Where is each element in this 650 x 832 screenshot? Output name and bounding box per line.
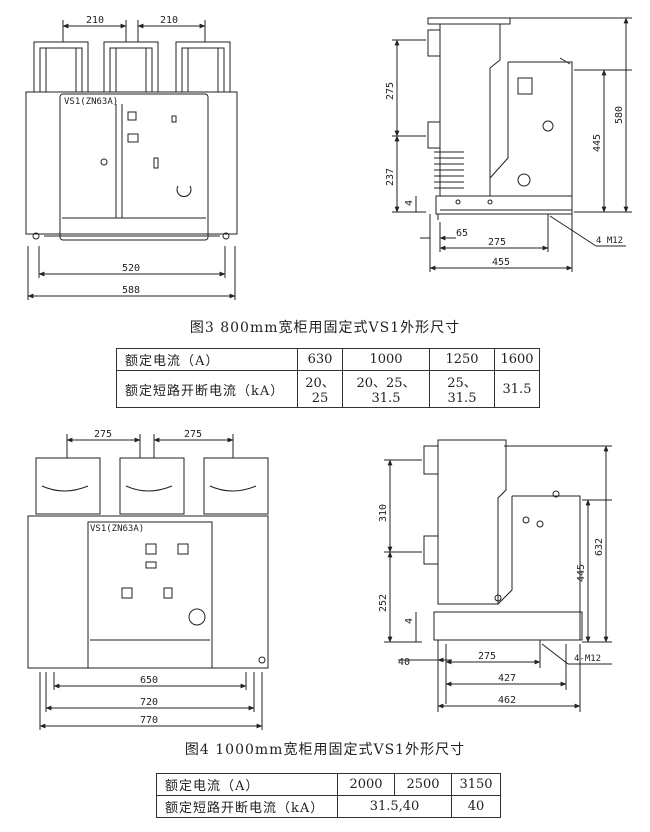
fig3-dim-588: 588 xyxy=(122,285,140,296)
fig3-dim-275-horiz: 275 xyxy=(488,237,506,248)
fig4-dim-445: 445 xyxy=(576,564,587,582)
table-cell: 额定短路开断电流（kA） xyxy=(156,795,338,818)
fig3-spec-table: 额定电流（A） 630 1000 1250 1600 额定短路开断电流（kA） … xyxy=(116,348,540,408)
table-row: 额定短路开断电流（kA） 20、25 20、25、31.5 25、31.5 31… xyxy=(116,370,540,408)
fig3-dim-580: 580 xyxy=(614,106,625,124)
fig3-dim-520: 520 xyxy=(122,263,140,274)
table-cell: 40 xyxy=(451,795,501,818)
table-cell: 630 xyxy=(297,348,343,371)
fig3-front-view xyxy=(25,20,238,300)
fig4-dim-top-right: 275 xyxy=(184,429,202,440)
table-cell: 20、25、31.5 xyxy=(342,370,430,408)
fig4-dim-252: 252 xyxy=(378,594,389,612)
fig4-dim-462: 462 xyxy=(498,695,516,706)
fig4-dim-770: 770 xyxy=(140,715,158,726)
fig3-dim-237: 237 xyxy=(385,168,396,186)
fig3-side-view xyxy=(392,17,632,272)
fig4-dim-720: 720 xyxy=(140,697,158,708)
fig4-labels: 275 275 VS1(ZN63A) 650 720 770 310 252 4… xyxy=(90,429,605,726)
table-cell: 20、25 xyxy=(297,370,343,408)
fig3-dim-4: 4 xyxy=(404,200,415,206)
table-cell: 31.5 xyxy=(494,370,540,408)
fig3-dim-275-vert: 275 xyxy=(385,82,396,100)
table-row: 额定短路开断电流（kA） 31.5,40 40 xyxy=(156,795,501,818)
fig3-model-label: VS1(ZN63A) xyxy=(64,97,118,107)
fig4-front-view xyxy=(27,434,269,730)
fig4-dim-40: 40 xyxy=(398,657,410,668)
table-cell: 额定电流（A） xyxy=(156,773,338,796)
table-cell: 1600 xyxy=(494,348,540,371)
table-cell: 1250 xyxy=(429,348,495,371)
fig4-dim-427: 427 xyxy=(498,673,516,684)
fig3-dim-top-left: 210 xyxy=(86,15,104,26)
fig4-dim-650: 650 xyxy=(140,675,158,686)
fig4-dim-275: 275 xyxy=(478,651,496,662)
table-cell: 1000 xyxy=(342,348,430,371)
fig3-dim-455: 455 xyxy=(492,257,510,268)
fig4-dim-4: 4 xyxy=(404,618,415,624)
table-cell: 3150 xyxy=(451,773,501,796)
table-row: 额定电流（A） 2000 2500 3150 xyxy=(156,773,501,796)
fig3-bolt: 4 M12 xyxy=(596,236,623,246)
fig4-side-view xyxy=(384,439,612,712)
fig4-dim-310: 310 xyxy=(378,504,389,522)
table-row: 额定电流（A） 630 1000 1250 1600 xyxy=(116,348,540,371)
fig4-bolt: 4-M12 xyxy=(574,654,601,664)
fig4-dim-632: 632 xyxy=(594,538,605,556)
fig4-caption: 图4 1000mm宽柜用固定式VS1外形尺寸 xyxy=(184,742,466,758)
fig3-dim-445: 445 xyxy=(592,134,603,152)
fig4-dim-top-left: 275 xyxy=(94,429,112,440)
fig4-spec-table: 额定电流（A） 2000 2500 3150 额定短路开断电流（kA） 31.5… xyxy=(156,773,501,818)
table-cell: 2500 xyxy=(394,773,452,796)
table-cell: 2000 xyxy=(337,773,395,796)
fig3-dim-65: 65 xyxy=(456,228,468,239)
fig3-caption: 图3 800mm宽柜用固定式VS1外形尺寸 xyxy=(189,320,461,336)
table-cell: 额定电流（A） xyxy=(116,348,298,371)
table-cell: 额定短路开断电流（kA） xyxy=(116,370,298,408)
fig3-dim-top-right: 210 xyxy=(160,15,178,26)
table-cell: 25、31.5 xyxy=(429,370,495,408)
table-cell: 31.5,40 xyxy=(337,795,452,818)
fig3-labels: 210 210 VS1(ZN63A) 520 588 275 237 4 445… xyxy=(64,15,625,296)
fig4-model-label: VS1(ZN63A) xyxy=(90,524,144,534)
